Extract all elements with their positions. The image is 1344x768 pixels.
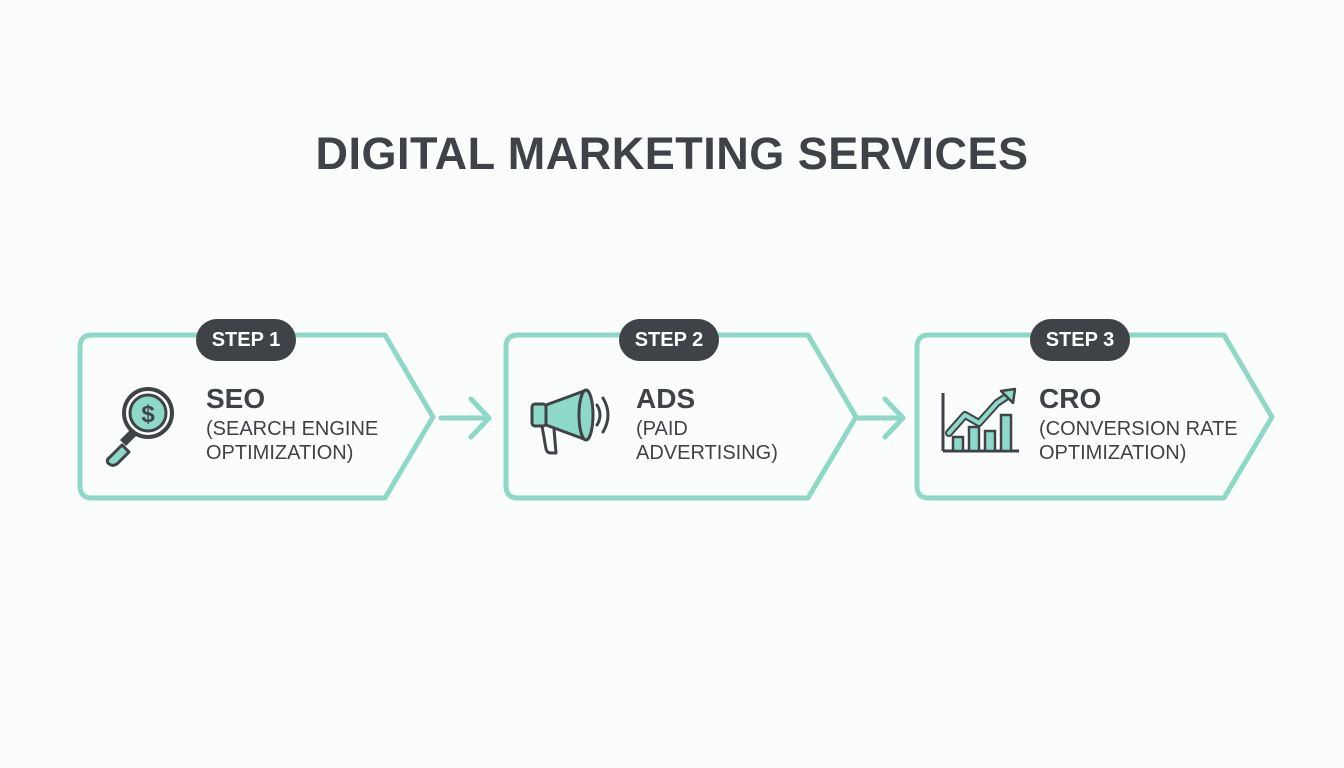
arrow-2-icon (855, 396, 906, 440)
step-2-name: ADS (636, 383, 696, 414)
step-2-badge: STEP 2 (619, 319, 719, 361)
growth-chart-icon (939, 385, 1021, 467)
step-1-badge: STEP 1 (196, 319, 296, 361)
step-3-shape (914, 332, 1275, 501)
step-2-text: ADS (PAID ADVERTISING) (636, 383, 786, 465)
svg-text:$: $ (141, 401, 155, 428)
step-1-card: STEP 1 $ SEO (SEARCH ENGINE OPTIMIZATION… (80, 319, 436, 501)
step-1-text: SEO (SEARCH ENGINE OPTIMIZATION) (206, 383, 406, 465)
megaphone-icon (526, 385, 610, 467)
step-3-badge: STEP 3 (1030, 319, 1130, 361)
arrow-1-icon (438, 396, 492, 440)
page-title: DIGITAL MARKETING SERVICES (315, 128, 1029, 179)
step-3-card: STEP 3 CRO (CONVERSION RATE OPTIMIZATION… (917, 319, 1275, 501)
step-2-card: STEP 2 ADS (PAID ADVERTISING) (506, 319, 858, 501)
magnifier-dollar-icon: $ (102, 385, 184, 467)
step-3-description: (CONVERSION RATE OPTIMIZATION) (1039, 418, 1238, 464)
step-2-shape (503, 332, 859, 501)
step-1-shape (77, 332, 436, 501)
step-1-description: (SEARCH ENGINE OPTIMIZATION) (206, 418, 379, 464)
step-3-text: CRO (CONVERSION RATE OPTIMIZATION) (1039, 383, 1239, 465)
step-3-name: CRO (1039, 383, 1102, 414)
step-1-name: SEO (206, 383, 266, 414)
step-2-description: (PAID ADVERTISING) (636, 418, 778, 464)
